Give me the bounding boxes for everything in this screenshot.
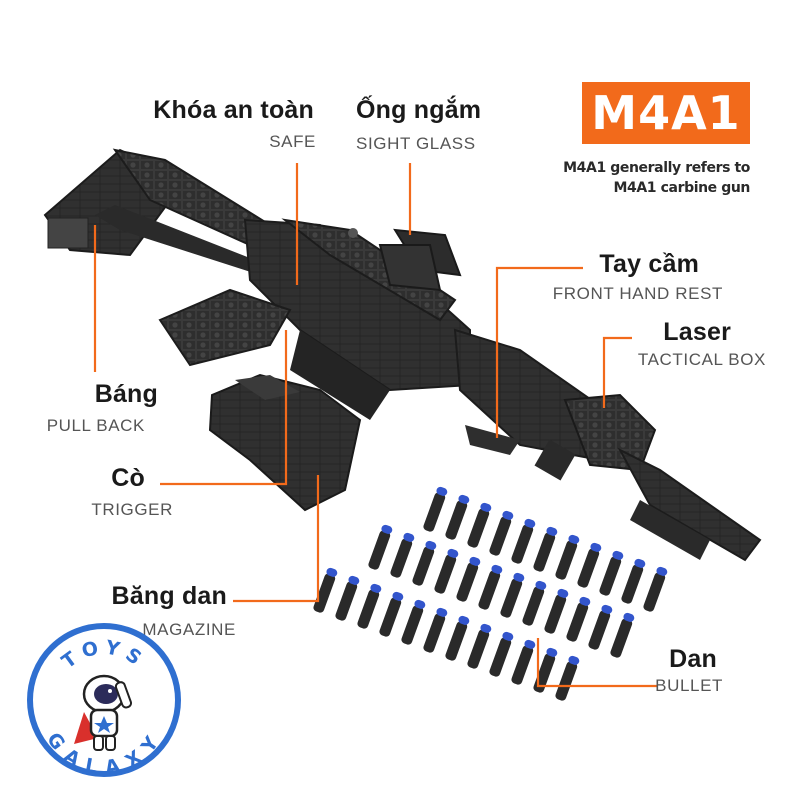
label-laser-en: TACTICAL BOX — [637, 350, 766, 369]
stock-part — [43, 148, 272, 275]
bullet-dart — [467, 502, 492, 548]
bullet-dart — [544, 588, 569, 634]
bullet-dart — [368, 524, 393, 570]
leader-hand-rest — [495, 266, 583, 438]
bullet-dart — [522, 580, 547, 626]
bullet-dart — [335, 575, 360, 621]
label-trigger-en: TRIGGER — [91, 500, 173, 519]
bullet-dart — [489, 631, 514, 677]
bullet-dart — [566, 596, 591, 642]
label-bullet-vn: Dan — [669, 645, 717, 673]
bullet-dart — [434, 548, 459, 594]
leader-bullet — [536, 638, 658, 688]
bullet-dart — [467, 623, 492, 669]
label-sight-en: SIGHT GLASS — [356, 134, 476, 153]
bullet-dart — [500, 572, 525, 618]
label-stock-vn: Báng — [94, 380, 158, 408]
bullet-dart — [610, 612, 635, 658]
label-bullet-en: BULLET — [655, 676, 723, 695]
label-hand-rest-en: FRONT HAND REST — [552, 284, 723, 303]
bullet-dart — [511, 639, 536, 685]
bullet-dart — [423, 486, 448, 532]
bullet-dart — [445, 494, 470, 540]
bullet-dart — [478, 564, 503, 610]
bullet-dart — [390, 532, 415, 578]
barrel-part — [534, 439, 762, 562]
bullets-group — [313, 486, 668, 701]
bullet-dart — [577, 542, 602, 588]
label-magazine-vn: Băng dan — [111, 582, 227, 610]
bullet-dart — [555, 534, 580, 580]
bullet-dart — [643, 566, 668, 612]
receiver-part — [158, 218, 471, 420]
bullet-dart — [357, 583, 382, 629]
label-safe-vn: Khóa an toàn — [153, 96, 314, 124]
leader-laser — [602, 336, 632, 408]
astronaut-icon — [74, 674, 133, 751]
label-sight-vn: Ống ngắm — [356, 96, 482, 124]
bullet-dart — [379, 591, 404, 637]
sight-part — [281, 218, 462, 322]
bullet-dart — [313, 567, 338, 613]
bullet-dart — [412, 540, 437, 586]
leader-trigger — [160, 330, 288, 486]
bullet-dart — [599, 550, 624, 596]
bullet-dart — [555, 655, 580, 701]
label-hand-rest-vn: Tay cầm — [599, 250, 699, 278]
label-laser-vn: Laser — [663, 318, 731, 346]
laser-part — [563, 393, 657, 472]
label-magazine-en: MAGAZINE — [142, 620, 236, 639]
leader-magazine — [233, 475, 320, 603]
bullet-dart — [423, 607, 448, 653]
bullet-dart — [621, 558, 646, 604]
brand-logo: TOYS GALAXY — [24, 620, 184, 780]
bullet-dart — [445, 615, 470, 661]
model-badge: M4A1 — [582, 82, 750, 144]
label-trigger-vn: Cò — [111, 464, 145, 492]
label-safe-en: SAFE — [269, 132, 316, 151]
label-stock-en: PULL BACK — [46, 416, 145, 435]
bullet-dart — [511, 518, 536, 564]
model-note-line-2: M4A1 carbine gun — [613, 180, 751, 196]
model-title: M4A1 — [591, 86, 741, 140]
bullet-dart — [489, 510, 514, 556]
bullet-dart — [533, 526, 558, 572]
bullet-dart — [588, 604, 613, 650]
bullet-dart — [456, 556, 481, 602]
bullet-dart — [401, 599, 426, 645]
model-note-line-1: M4A1 generally refers to — [563, 160, 750, 176]
